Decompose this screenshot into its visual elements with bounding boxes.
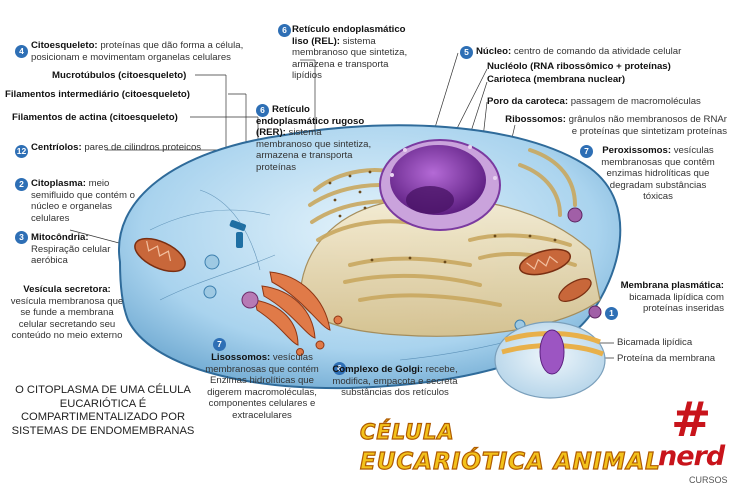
label-microtubulos-title: Mucrotúbulos (citoesqueleto) bbox=[52, 70, 187, 81]
label-bicamada-title: Bicamada lipídica bbox=[617, 337, 693, 348]
logo-hash: # bbox=[671, 392, 712, 448]
cut-section bbox=[299, 197, 601, 337]
badge-citoplasma: 2 bbox=[15, 178, 28, 191]
label-proteina-membrana-title: Proteína da membrana bbox=[617, 353, 716, 364]
label-membrana-text: bicamada lipídica com proteínas inserida… bbox=[629, 291, 724, 315]
label-nucleolo-title: Nucléolo (RNA ribossômico + proteínas) bbox=[487, 61, 671, 72]
badge-peroxissomos: 7 bbox=[580, 145, 593, 158]
label-filamentos-intermediario: Filamentos intermediário (citoesqueleto) bbox=[5, 89, 190, 101]
label-filamentos-intermediario-title: Filamentos intermediário (citoesqueleto) bbox=[5, 89, 190, 100]
nuclear-pores bbox=[390, 145, 497, 180]
membrane-zoom bbox=[494, 321, 606, 399]
label-citoplasma-title: Citoplasma: bbox=[31, 178, 86, 189]
mitochondria-shapes bbox=[134, 237, 592, 302]
label-centriolos-title: Centríolos: bbox=[31, 142, 82, 153]
logo-sub: CURSOS bbox=[689, 475, 728, 485]
label-citoesqueleto-text: proteínas que dão forma a célula, posici… bbox=[31, 40, 244, 63]
badge-mitocondria: 3 bbox=[15, 231, 28, 244]
label-membrana-title: Membrana plasmática: bbox=[620, 280, 724, 291]
label-rer: Retículo endoplasmático rugoso (RER): si… bbox=[256, 104, 376, 173]
label-centriolos-text: pares de cilindros proteicos bbox=[84, 142, 202, 153]
label-golgi: Complexo de Golgi: recebe, modifica, emp… bbox=[330, 364, 460, 399]
summary-text: O CITOPLASMA DE UMA CÉLULA EUCARIÓTICA É… bbox=[11, 384, 195, 437]
label-lisossomos-text: vesículas membranosas que contém Enzimas… bbox=[205, 352, 319, 421]
label-poro: Poro da caroteca: passagem de macromoléc… bbox=[487, 96, 727, 108]
label-golgi-title: Complexo de Golgi: bbox=[332, 364, 423, 375]
label-peroxissomos-text: vesículas membranosas que contêm enzimas… bbox=[601, 145, 715, 202]
centrioles-shape bbox=[229, 220, 246, 248]
label-lisossomos-title: Lisossomos: bbox=[211, 352, 271, 363]
label-microtubulos: Mucrotúbulos (citoesqueleto) bbox=[52, 70, 186, 82]
title-line-2: EUCARIÓTICA ANIMAL bbox=[359, 448, 661, 475]
label-vesicula-secretora-text: vesícula membranosa que se funde a membr… bbox=[10, 295, 124, 342]
badge-lisossomos: 7 bbox=[213, 338, 226, 351]
label-centriolos: Centríolos: pares de cilindros proteicos bbox=[31, 142, 206, 154]
label-golgi-text: recebe, modifica, empacota e secreta sub… bbox=[332, 364, 458, 398]
label-peroxissomos-title: Peroxissomos: bbox=[602, 145, 672, 156]
label-rer-text: sistema membranoso que sintetiza, armaze… bbox=[256, 127, 372, 173]
label-mitocondria-title: Mitocôndria: bbox=[31, 232, 89, 243]
label-proteina-membrana: Proteína da membrana bbox=[617, 353, 715, 365]
label-citoplasma-text: meio semifluido que contém o núcleo e or… bbox=[31, 178, 135, 224]
label-nucleo: Núcleo: centro de comando da atividade c… bbox=[476, 46, 734, 58]
label-filamentos-actina: Filamentos de actina (citoesqueleto) bbox=[12, 112, 178, 124]
label-poro-title: Poro da caroteca: bbox=[487, 96, 569, 107]
badge-rer: 6 bbox=[256, 104, 269, 117]
badge-centriolos: 12 bbox=[15, 145, 28, 158]
label-vesicula-secretora: Vesícula secretora: vesícula membranosa … bbox=[8, 284, 126, 342]
label-carioteca-title: Carioteca (membrana nuclear) bbox=[487, 74, 626, 85]
label-ribossomos-title: Ribossomos: bbox=[505, 114, 566, 125]
label-ribossomos-text: grânulos não membranosos de RNAr e prote… bbox=[568, 114, 727, 137]
golgi-shape bbox=[254, 271, 343, 356]
label-rel: Retículo endoplasmático liso (REL): sist… bbox=[292, 24, 410, 82]
badge-golgi: 6 bbox=[333, 362, 346, 375]
badge-citoesqueleto: 4 bbox=[15, 45, 28, 58]
label-citoesqueleto-title: Citoesqueleto: bbox=[31, 40, 98, 51]
label-carioteca: Carioteca (membrana nuclear) bbox=[487, 74, 625, 86]
badge-nucleo: 5 bbox=[460, 46, 473, 59]
label-nucleo-title: Núcleo: bbox=[476, 46, 512, 57]
label-vesicula-secretora-title: Vesícula secretora: bbox=[23, 284, 111, 295]
label-rel-text: sistema membranoso que sintetiza, armaze… bbox=[292, 35, 408, 82]
label-nucleo-text: centro de comando da atividade celular bbox=[513, 46, 682, 57]
label-citoplasma: Citoplasma: meio semifluido que contém o… bbox=[31, 178, 149, 224]
label-filamentos-actina-title: Filamentos de actina (citoesqueleto) bbox=[12, 112, 178, 123]
label-mitocondria: Mitocôndria: Respiração celular aeróbica bbox=[31, 232, 111, 267]
badge-rel: 6 bbox=[278, 24, 291, 37]
label-rer-title: Retículo endoplasmático rugoso (RER): bbox=[256, 104, 365, 138]
logo-word: nerd bbox=[658, 441, 725, 472]
label-bicamada: Bicamada lipídica bbox=[617, 337, 692, 349]
label-mitocondria-text: Respiração celular aeróbica bbox=[31, 243, 111, 267]
nucleolus-shape bbox=[406, 186, 454, 214]
label-peroxissomos: Peroxissomos: vesículas membranosas que … bbox=[596, 145, 720, 203]
label-membrana: Membrana plasmática: bicamada lipídica c… bbox=[600, 280, 724, 315]
label-poro-text: passagem de macromoléculas bbox=[570, 96, 701, 107]
label-ribossomos: Ribossomos: grânulos não membranosos de … bbox=[505, 114, 727, 137]
label-rel-title: Retículo endoplasmático liso (REL): bbox=[292, 24, 406, 47]
title-line-1: CÉLULA bbox=[359, 419, 455, 444]
label-nucleolo: Nucléolo (RNA ribossômico + proteínas) bbox=[487, 61, 671, 73]
label-lisossomos: Lisossomos: vesículas membranosas que co… bbox=[200, 352, 324, 421]
label-citoesqueleto: Citoesqueleto: proteínas que dão forma a… bbox=[31, 40, 271, 63]
badge-membrana: 1 bbox=[605, 307, 618, 320]
